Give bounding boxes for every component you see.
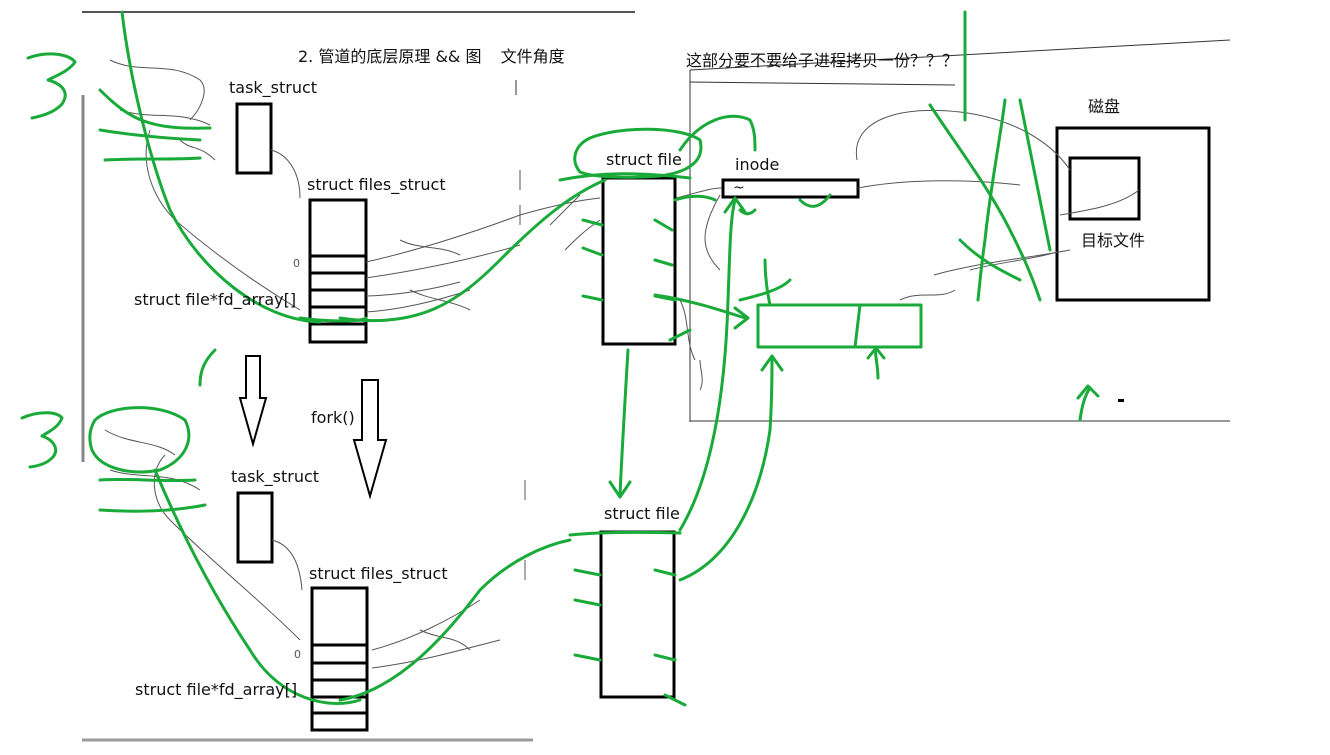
child-files-struct-label: struct files_struct [309,564,448,583]
parent-files-struct-label: struct files_struct [307,175,446,194]
child-fd-zero-label: 0 [294,648,301,661]
stray-dash-mark [1118,399,1124,402]
heading-suffix: 文件角度 [500,47,565,66]
parent-task-struct-box [235,102,273,175]
parent-struct-file-label: struct file [606,150,682,169]
parent-fd-zero-label: 0 [293,257,300,270]
parent-fd-table [308,198,368,344]
target-file-label: 目标文件 [1081,231,1146,250]
kernel-region-frame [689,39,1231,422]
inode-label: inode [735,155,780,174]
child-struct-file-label: struct file [604,504,680,523]
diagram-heading: 2. 管道的底层原理 && 图 文件角度 [298,47,565,67]
copy-question: 这部分要不要给子进程拷贝一份？？？ [686,51,959,70]
pencil-scribbles [104,59,956,651]
fork-arrow-right [352,379,388,500]
target-file-box [1068,156,1141,221]
disk-box [1055,126,1211,302]
fork-arrow-left [238,355,268,448]
parent-fd-array-label: struct file*fd_array[] [134,290,297,309]
parent-struct-file-box [601,176,677,346]
child-struct-file-box [599,530,676,699]
green-annotations [20,10,1100,707]
child-fd-array-label: struct file*fd_array[] [135,680,298,699]
parent-number-glyph [26,52,77,120]
inode-mark: ~ [733,180,745,196]
inode-box [721,178,860,199]
parent-task-struct-label: task_struct [229,78,318,97]
heading-main: 2. 管道的底层原理 && 图 [298,47,482,66]
child-number-glyph [20,411,64,469]
page-frame [81,11,635,742]
fork-label: fork() [311,408,355,427]
child-task-struct-box [236,491,274,564]
disk-label: 磁盘 [1088,97,1121,116]
child-fd-table [310,586,369,732]
child-task-struct-label: task_struct [231,467,320,486]
